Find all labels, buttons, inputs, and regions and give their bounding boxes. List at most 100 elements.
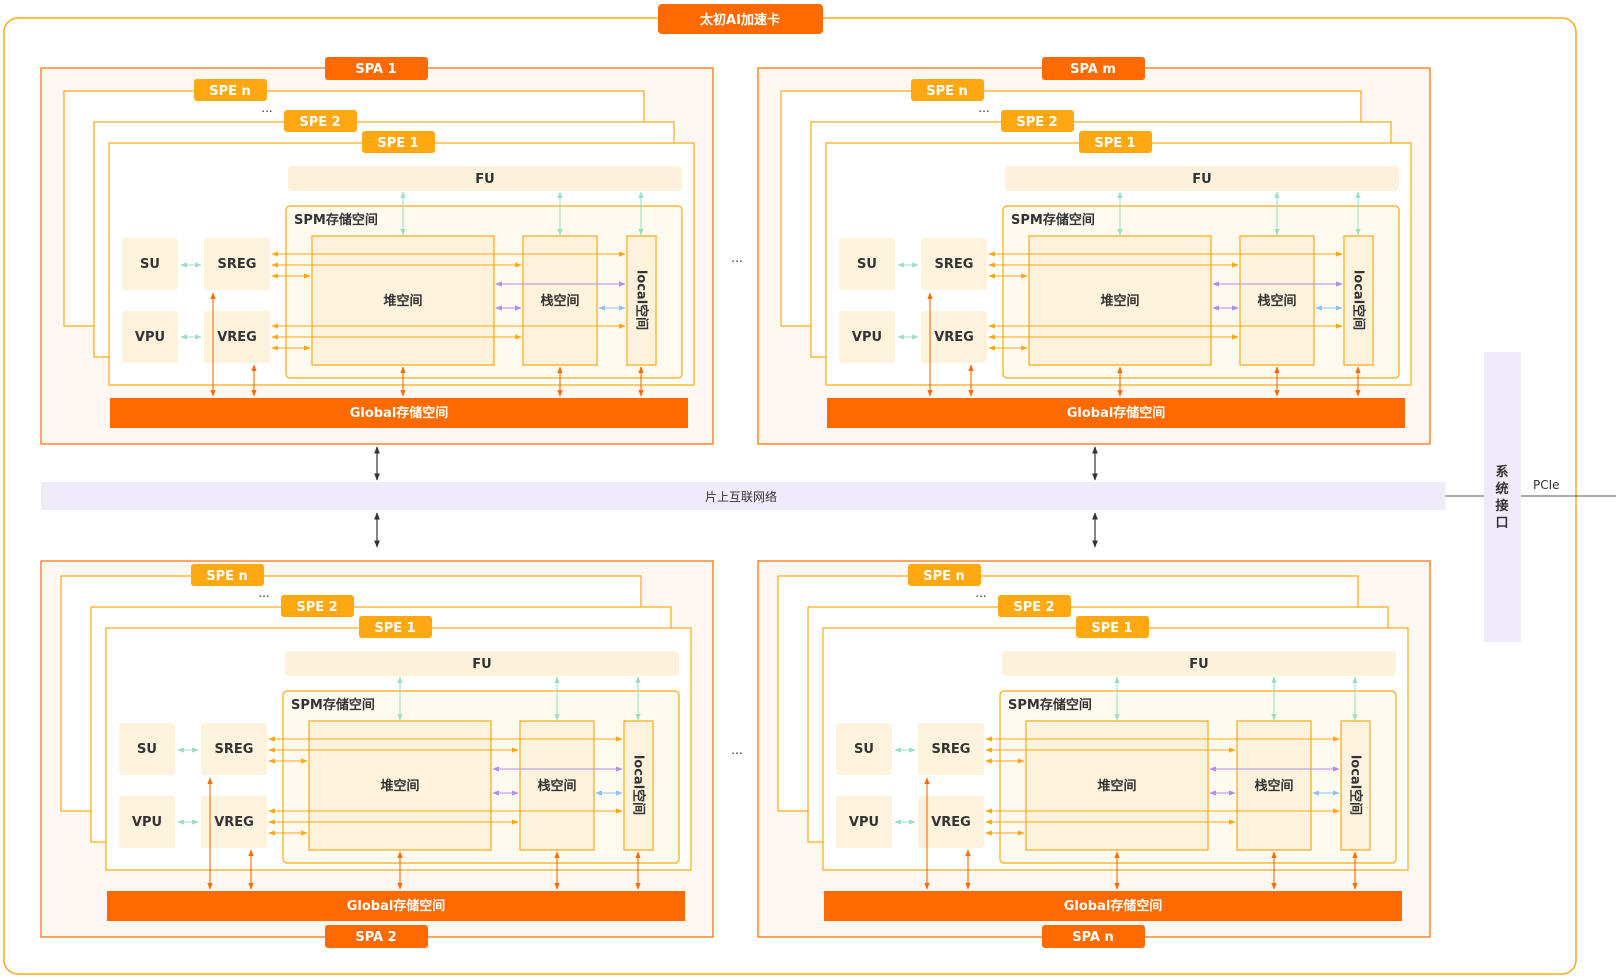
global-storage-label: Global存储空间 <box>1067 405 1166 421</box>
stack-block <box>1239 235 1315 366</box>
global-storage-label: Global存储空间 <box>347 898 446 914</box>
heap-block <box>1028 235 1212 366</box>
sreg-label: SREG <box>215 742 254 757</box>
system-interface-char-1: 系 <box>1495 464 1508 480</box>
fu-block <box>285 651 679 676</box>
fu-block <box>288 166 682 191</box>
spe-1-tab <box>359 616 432 638</box>
stack-block <box>519 720 595 851</box>
spm-label: SPM存储空间 <box>291 697 375 713</box>
sreg-block <box>201 723 267 775</box>
spa-title: SPA 2 <box>355 930 396 945</box>
stack-label: 栈空间 <box>537 778 576 794</box>
spa-ellipsis-bottom: ... <box>731 743 742 757</box>
spe-1-tab <box>362 131 435 153</box>
spa-title-tab <box>325 925 428 948</box>
local-label: local空间 <box>1348 755 1364 815</box>
spe-2-label: SPE 2 <box>299 115 340 130</box>
heap-block <box>1025 720 1209 851</box>
spe-1-label: SPE 1 <box>1094 136 1135 151</box>
su-block <box>836 723 892 775</box>
spa-title: SPA m <box>1070 62 1116 77</box>
spe-ellipsis: ... <box>975 586 986 600</box>
interconnect-label: 片上互联网络 <box>705 489 777 504</box>
pcie-label: PCIe <box>1533 478 1560 492</box>
sreg-block <box>204 238 270 290</box>
fu-label: FU <box>472 657 491 672</box>
su-label: SU <box>140 257 160 272</box>
global-storage-label: Global存储空间 <box>350 405 449 421</box>
card-title: 太初AI加速卡 <box>699 12 780 28</box>
vpu-block <box>122 311 178 363</box>
heap-label: 堆空间 <box>1100 293 1139 309</box>
su-label: SU <box>857 257 877 272</box>
global-storage-bar <box>824 891 1402 921</box>
spe-1-label: SPE 1 <box>374 621 415 636</box>
spe-n-tab <box>911 79 984 101</box>
vpu-label: VPU <box>132 815 162 830</box>
spe-2-tab <box>998 595 1071 617</box>
spe-n-label: SPE n <box>926 84 968 99</box>
vreg-label: VREG <box>931 815 971 830</box>
spa-title-tab <box>325 57 428 80</box>
vreg-label: VREG <box>214 815 254 830</box>
local-block <box>626 235 657 366</box>
global-storage-label: Global存储空间 <box>1064 898 1163 914</box>
sreg-block <box>921 238 987 290</box>
spe-1-tab <box>1079 131 1152 153</box>
vpu-block <box>119 796 175 848</box>
local-label: local空间 <box>634 270 650 330</box>
vreg-block <box>918 796 984 848</box>
stack-label: 栈空间 <box>1257 293 1296 309</box>
spe-2-label: SPE 2 <box>296 600 337 615</box>
su-block <box>839 238 895 290</box>
su-label: SU <box>137 742 157 757</box>
sreg-block <box>918 723 984 775</box>
card-title-tab <box>658 4 823 34</box>
spa-title: SPA 1 <box>355 62 396 77</box>
spe-n-tab <box>191 564 264 586</box>
system-interface-char-2: 统 <box>1495 481 1508 497</box>
spm-label: SPM存储空间 <box>1008 697 1092 713</box>
spe-n-tab <box>194 79 267 101</box>
spe-2-tab <box>284 110 357 132</box>
spe-1-label: SPE 1 <box>1091 621 1132 636</box>
spe-1-tab <box>1076 616 1149 638</box>
spe-2-tab <box>281 595 354 617</box>
system-interface-block <box>1484 352 1521 642</box>
vpu-label: VPU <box>852 330 882 345</box>
spa-title-tab <box>1042 925 1145 948</box>
sreg-label: SREG <box>932 742 971 757</box>
global-storage-bar <box>110 398 688 428</box>
heap-label: 堆空间 <box>380 778 419 794</box>
vpu-label: VPU <box>135 330 165 345</box>
vpu-label: VPU <box>849 815 879 830</box>
vreg-block <box>201 796 267 848</box>
spa-layer: SPA 1 SPE n... SPE 2 SPE 1 FU SPM存储空间 SU SREG VP… <box>40 57 1431 948</box>
vreg-label: VREG <box>217 330 257 345</box>
stack-label: 栈空间 <box>540 293 579 309</box>
local-label: local空间 <box>1351 270 1367 330</box>
su-label: SU <box>854 742 874 757</box>
spm-label: SPM存储空间 <box>1011 212 1095 228</box>
fu-block <box>1002 651 1396 676</box>
su-block <box>122 238 178 290</box>
spe-n-label: SPE n <box>209 84 251 99</box>
local-block <box>623 720 654 851</box>
global-storage-bar <box>107 891 685 921</box>
spe-n-label: SPE n <box>206 569 248 584</box>
spe-2-label: SPE 2 <box>1016 115 1057 130</box>
spa-ellipsis-top: ... <box>731 251 742 265</box>
stack-label: 栈空间 <box>1254 778 1293 794</box>
system-interface-char-4: 口 <box>1495 516 1508 531</box>
spa-title-tab <box>1042 57 1145 80</box>
spe-2-tab <box>1001 110 1074 132</box>
spe-ellipsis: ... <box>261 101 272 115</box>
interconnect-bar <box>41 482 1445 510</box>
su-block <box>119 723 175 775</box>
